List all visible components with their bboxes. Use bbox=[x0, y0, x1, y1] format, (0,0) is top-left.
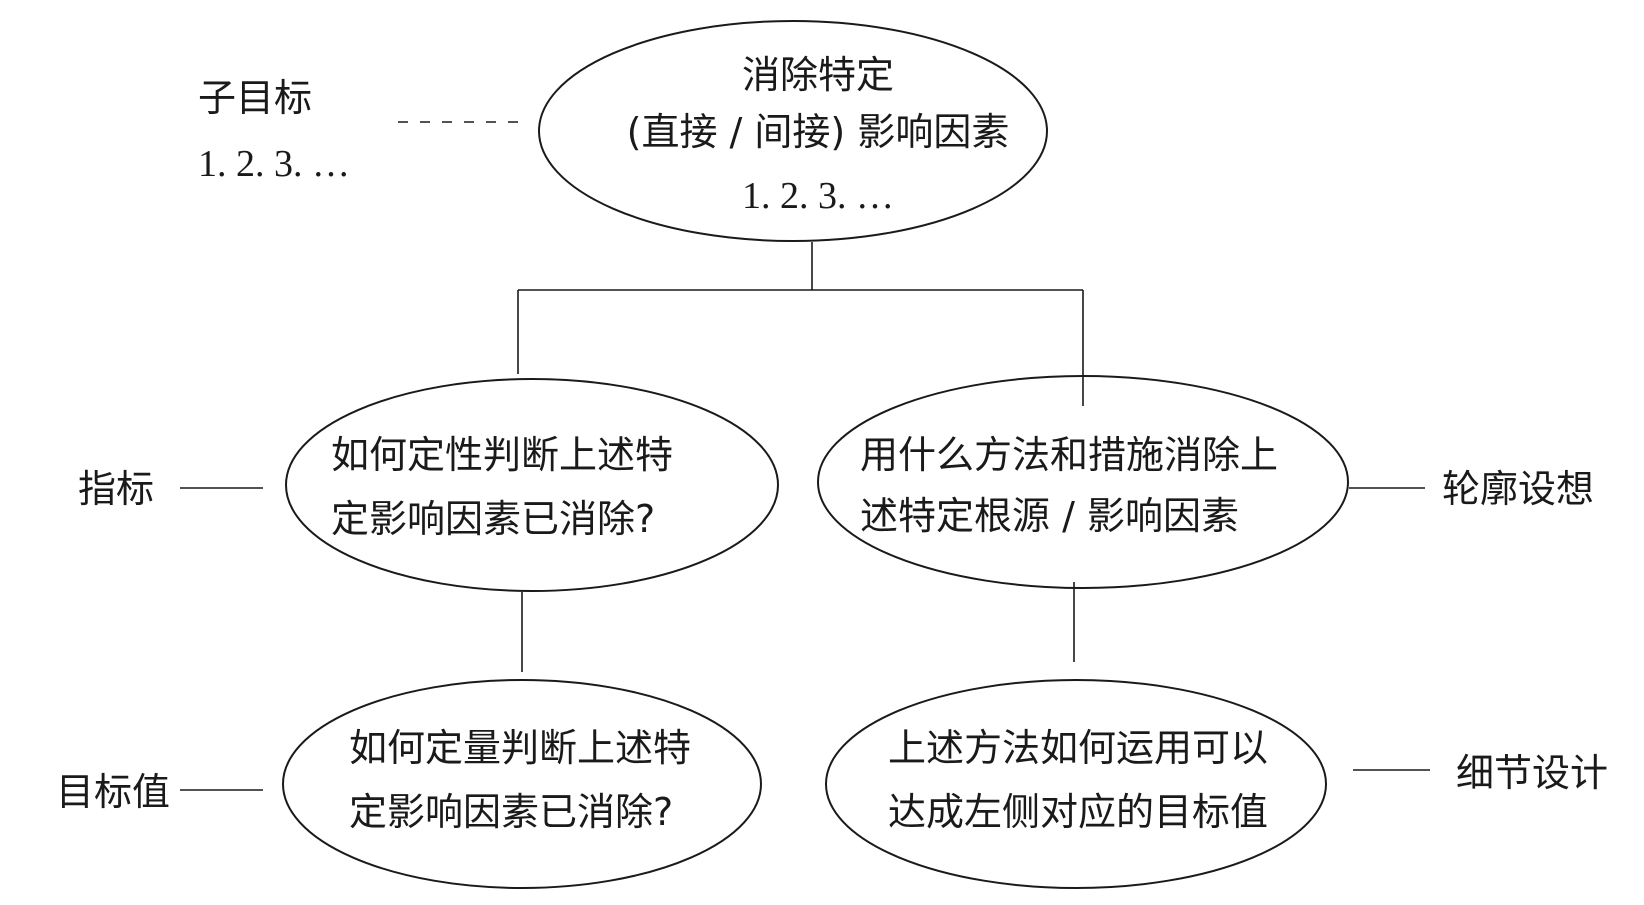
root-text-line1: 消除特定 bbox=[742, 53, 894, 97]
detail-design-label: 细节设计 bbox=[1456, 751, 1608, 795]
outline-concept-label: 轮廓设想 bbox=[1442, 467, 1594, 511]
mid-left-ellipse bbox=[285, 378, 779, 592]
bottom-right-node: 上述方法如何运用可以 达成左侧对应的目标值 bbox=[825, 679, 1327, 889]
root-ellipse bbox=[538, 20, 1048, 242]
mid-left-text-line2: 定影响因素已消除? bbox=[331, 497, 655, 541]
bottom-right-text-line1: 上述方法如何运用可以 bbox=[888, 726, 1268, 770]
target-value-label: 目标值 bbox=[56, 770, 170, 814]
indicator-label: 指标 bbox=[78, 467, 154, 511]
subgoal-label-line1: 子目标 bbox=[198, 76, 312, 120]
root-text-line3: 1. 2. 3. … bbox=[742, 175, 894, 217]
mid-right-text-line2: 述特定根源 / 影响因素 bbox=[860, 494, 1239, 538]
subgoal-label: 子目标 1. 2. 3. … bbox=[198, 76, 350, 185]
mid-left-text-line1: 如何定性判断上述特 bbox=[331, 433, 673, 477]
mid-left-node: 如何定性判断上述特 定影响因素已消除? bbox=[285, 378, 779, 592]
mid-right-text-line1: 用什么方法和措施消除上 bbox=[860, 433, 1278, 477]
bottom-right-text-line2: 达成左侧对应的目标值 bbox=[888, 790, 1268, 834]
bottom-left-text-line2: 定影响因素已消除? bbox=[349, 790, 673, 834]
bottom-right-ellipse bbox=[825, 679, 1327, 889]
root-text-line2: (直接 / 间接) 影响因素 bbox=[627, 110, 1010, 154]
subgoal-label-line2: 1. 2. 3. … bbox=[198, 143, 350, 185]
root-node: 消除特定 (直接 / 间接) 影响因素 1. 2. 3. … bbox=[538, 20, 1048, 242]
mid-right-node: 用什么方法和措施消除上 述特定根源 / 影响因素 bbox=[817, 375, 1349, 589]
mid-right-ellipse bbox=[817, 375, 1349, 589]
bottom-left-node: 如何定量判断上述特 定影响因素已消除? bbox=[282, 679, 762, 889]
bottom-left-text-line1: 如何定量判断上述特 bbox=[349, 726, 691, 770]
bottom-left-ellipse bbox=[282, 679, 762, 889]
